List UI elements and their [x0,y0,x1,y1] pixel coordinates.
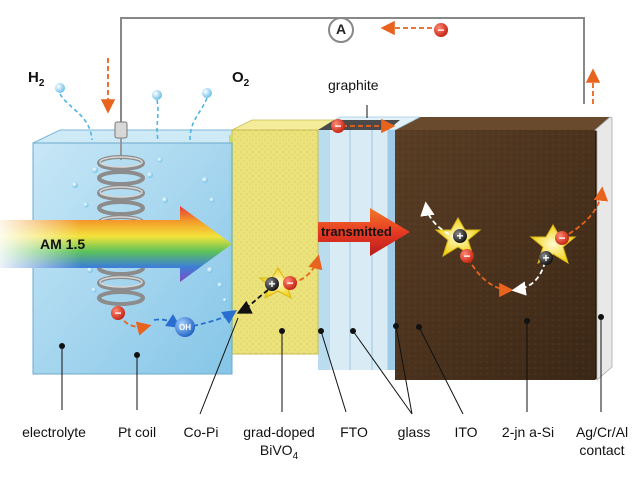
fto-label: FTO [340,424,368,440]
glass-label: glass [397,424,431,440]
hydrogen-label: H2 [28,69,44,89]
electron-top-cell [460,249,474,263]
ammeter-circle [328,17,354,43]
bivo4-subscript: 4 [292,450,299,462]
charge-carriers [111,23,569,337]
hole-bottom-cell [539,251,553,265]
electron-symbol: − [437,23,444,37]
electron-bottom-cell [555,231,569,245]
hydrogen-subscript: 2 [38,78,45,89]
hole-top-cell [453,229,467,243]
electron-wire [434,23,448,37]
electron-symbol: − [334,119,341,133]
electron-bivo4 [283,276,297,290]
oxygen-label: O2 [232,69,249,89]
oxygen-subscript: 2 [243,78,250,89]
contact-label-line1: Ag/Cr/Al [575,424,629,440]
electron-symbol: − [286,276,293,290]
co-pi-label: Co-Pi [183,424,219,440]
electron-symbol: − [114,306,121,320]
electron-symbol: − [558,231,565,245]
transmitted-label: transmitted [321,224,392,239]
transmitted-light-beam [318,208,410,256]
contact-label-line2: contact [579,442,625,458]
a-si-label: 2-jn a-Si [501,424,555,440]
electron-graphite [331,119,345,133]
contact-layer [594,116,613,381]
carrier-paths [100,20,609,336]
hole-symbol: + [268,277,275,291]
circuit-wire [120,17,585,127]
electrolyte-label: electrolyte [22,424,86,440]
ammeter-symbol: A [336,21,347,37]
fto-layer [318,130,330,370]
bivo4-label-line1: grad-doped [243,424,315,440]
carrier-symbols: − − + − − + + − − OH [114,23,565,332]
electrolyte-top [32,129,252,144]
pt-coil-label: Pt coil [117,424,157,440]
oxygen-element: O [232,69,244,86]
bivo4-label-line2: BiVO4 [260,442,298,465]
electron-symbol: − [463,249,470,263]
ito-label: ITO [454,424,478,440]
bivo4-formula: BiVO [259,442,293,458]
a-si-top [395,117,610,130]
leader-lines [61,317,602,415]
gas-trails [59,93,208,141]
graphite-label: graphite [328,77,379,93]
hydroxide-ion [175,317,195,337]
am15-label: AM 1.5 [40,236,86,252]
glass-stack [318,130,395,370]
hole-symbol: + [456,229,463,243]
hole-bivo4 [265,277,279,291]
hole-symbol: + [542,251,549,265]
incident-light-beam [0,206,232,282]
electron-pt [111,306,125,320]
ito-layer [388,130,395,370]
gas-bubbles [55,83,227,302]
external-circuit [120,17,585,127]
hydroxide-label: OH [179,323,191,332]
hydrogen-element: H [28,69,39,86]
